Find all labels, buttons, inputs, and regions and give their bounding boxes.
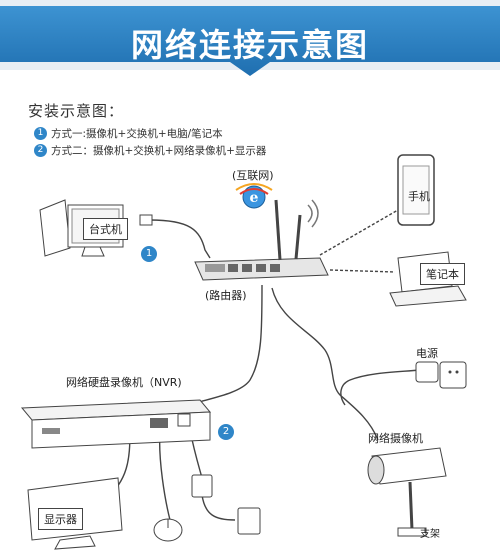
bracket-label: 支架: [420, 529, 440, 540]
laptop-label: 笔记本: [420, 263, 465, 285]
router-icon: [194, 199, 329, 281]
network-camera-icon: [367, 447, 447, 537]
page-title: 网络连接示意图: [130, 26, 369, 64]
camera-label: 网络摄像机: [368, 432, 423, 445]
method-1-badge: 1: [34, 127, 47, 140]
connection-badge-1: 1: [141, 246, 157, 262]
power-socket-icon: [415, 361, 467, 389]
install-heading: 安装示意图：: [28, 102, 125, 120]
nvr-device-icon: [20, 399, 212, 449]
phone-icon: [397, 154, 435, 226]
method-2-badge: 2: [34, 144, 47, 157]
nvr-label: 网络硬盘录像机（NVR): [66, 376, 182, 389]
power-adapter-icon: [191, 474, 261, 535]
router-label: (路由器): [205, 289, 247, 302]
monitor-label: 显示器: [38, 508, 83, 530]
method-1: 1 方式一:摄像机+交换机+电脑/笔记本: [34, 126, 223, 141]
method-1-text: 方式一:摄像机+交换机+电脑/笔记本: [51, 128, 223, 140]
method-2: 2 方式二：摄像机+交换机+网络录像机+显示器: [34, 143, 266, 158]
internet-globe-icon: e: [235, 183, 273, 209]
power-label: 电源: [416, 347, 438, 360]
mouse-icon: [153, 518, 183, 542]
phone-label: 手机: [408, 190, 430, 203]
title-banner: [0, 0, 500, 76]
svg-text:e: e: [250, 190, 259, 206]
internet-label: (互联网): [232, 169, 274, 182]
desktop-label: 台式机: [83, 218, 128, 240]
method-2-text: 方式二：摄像机+交换机+网络录像机+显示器: [51, 145, 267, 157]
connection-badge-2: 2: [218, 424, 234, 440]
